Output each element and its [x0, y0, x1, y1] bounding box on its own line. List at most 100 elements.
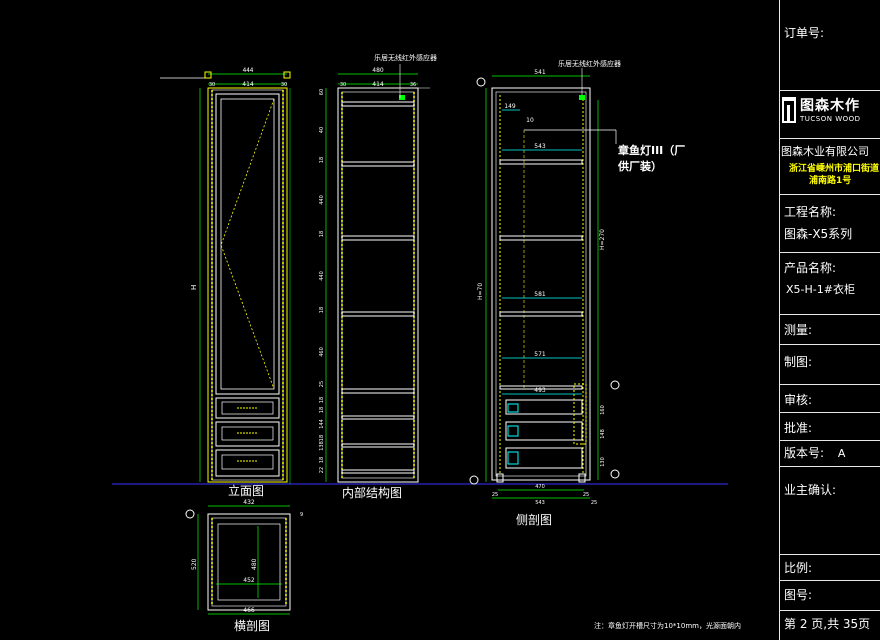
- internal-dim-2: 18: [319, 157, 325, 163]
- version-label: 版本号:: [784, 446, 825, 460]
- internal-dim-5: 440: [319, 271, 325, 281]
- internal-dim-inner: 414: [372, 81, 384, 88]
- internal-dim-9: 18: [319, 397, 325, 403]
- side-shelf-3: [499, 311, 583, 317]
- shelf-1: [341, 161, 415, 167]
- side-shelf-2: [499, 235, 583, 241]
- drawer-3: [215, 449, 280, 477]
- drawing-no-label: 图号:: [784, 588, 813, 602]
- internal-dim-14: 18: [319, 457, 325, 463]
- internal-dim-r: 36: [410, 82, 416, 88]
- label-plan-view: 横剖图: [234, 619, 270, 633]
- project-value: 图森-X5系列: [784, 227, 853, 241]
- plan-dim-thick: 9: [300, 512, 303, 518]
- side-dim-5: 571: [534, 351, 546, 358]
- side-dim-6: 493: [534, 387, 546, 394]
- internal-dim-0: 60: [319, 89, 325, 95]
- logo-mark-icon: [782, 97, 796, 123]
- scale-label: 比例:: [784, 561, 813, 575]
- company-address-1: 浙江省嵊州市浦口街道: [789, 164, 880, 174]
- lamp-label-2: 供厂装）: [617, 159, 662, 173]
- approve-label: 批准:: [784, 421, 813, 435]
- title-block: 订单号: 图森木作 TUCSON WOOD 图森木业有限公司 浙江省嵊州市浦口街…: [779, 0, 880, 640]
- label-internal-view: 内部结构图: [342, 485, 402, 500]
- lamp-label-1: 章鱼灯III（厂: [618, 143, 685, 157]
- internal-dim-1: 40: [319, 127, 325, 133]
- shelf-2: [341, 235, 415, 241]
- side-drawer-2: [505, 421, 583, 441]
- side-dim-1: 149: [504, 103, 516, 110]
- drawing-note: 注：章鱼灯开槽尺寸为10*10mm，光源面朝内: [594, 621, 741, 630]
- order-no-label: 订单号:: [784, 26, 825, 40]
- side-height-a: H=70: [477, 283, 484, 300]
- internal-dim-3: 440: [319, 195, 325, 205]
- product-label: 产品名称:: [784, 261, 837, 275]
- side-height-b: H=270: [599, 229, 606, 250]
- side-dim-3: 543: [534, 143, 546, 150]
- receiver-label-a: 乐居无线红外感应器: [374, 53, 437, 62]
- front-dim-inner: 414: [242, 81, 254, 88]
- logo-english: TUCSON WOOD: [800, 115, 861, 123]
- side-bottom-dim-2: 25: [583, 492, 589, 498]
- side-right-dim-2: 130: [600, 457, 606, 467]
- internal-dim-width: 480: [372, 67, 384, 74]
- internal-dim-7: 460: [319, 347, 325, 357]
- front-dim-width: 444: [243, 67, 254, 74]
- side-cabinet-outline: [491, 87, 591, 481]
- side-dim-2: 10: [526, 117, 534, 124]
- side-shelf-1: [499, 159, 583, 165]
- internal-cabinet-outline: [337, 87, 419, 483]
- side-dim-4: 581: [534, 291, 546, 298]
- internal-dim-12: 18: [319, 435, 325, 441]
- side-drawer-1: [505, 399, 583, 415]
- page-indicator: 第 2 页,共 35页: [784, 617, 871, 631]
- side-bottom-dim-1: 470: [535, 484, 545, 490]
- logo-name: 图森木作: [800, 98, 860, 114]
- company-name: 图森木业有限公司: [781, 145, 869, 158]
- shelf-4: [341, 388, 415, 394]
- side-right-dim-1: 148: [600, 429, 606, 439]
- internal-dim-15: 22: [319, 467, 325, 473]
- front-dim-side-l: 30: [209, 82, 215, 88]
- shelf-3: [341, 311, 415, 317]
- internal-dim-10: 18: [319, 407, 325, 413]
- label-side-view: 侧剖图: [516, 513, 552, 527]
- internal-dim-l: 30: [340, 82, 346, 88]
- drawer-1: [215, 397, 280, 419]
- plan-dim-inner-width: 452: [243, 577, 255, 584]
- owner-confirm-label: 业主确认:: [784, 483, 837, 497]
- front-glass-door: [215, 93, 280, 395]
- internal-dim-6: 18: [319, 307, 325, 313]
- drawer-2: [215, 421, 280, 447]
- plan-section: 432 9 520 480 452 466 横剖图: [185, 499, 303, 633]
- measure-label: 测量:: [784, 323, 813, 337]
- side-section: 乐居无线红外感应器 章鱼灯III（厂 供厂装） H=70 H=270 侧剖图: [469, 59, 685, 527]
- front-cabinet-outline: [207, 87, 288, 483]
- front-elevation: 444 30 414 30 H 立面图: [160, 67, 291, 498]
- receiver-label-b: 乐居无线红外感应器: [558, 59, 621, 68]
- front-dim-height: H: [190, 285, 198, 290]
- front-dim-side-r: 30: [281, 82, 287, 88]
- product-value: X5-H-1#衣柜: [786, 283, 855, 296]
- internal-dim-11: 144: [319, 419, 325, 429]
- review-label: 审核:: [784, 393, 813, 407]
- side-bottom-dim-0: 25: [492, 492, 498, 498]
- side-bottom-dim-4: 25: [591, 500, 597, 506]
- project-label: 工程名称:: [784, 205, 837, 219]
- side-dim-0: 541: [534, 69, 546, 76]
- side-drawer-3: [505, 447, 583, 469]
- plan-dim-inner-depth: 480: [251, 558, 258, 570]
- draw-label: 制图:: [784, 355, 813, 369]
- version-value: A: [837, 447, 846, 460]
- plan-dim-depth: 520: [191, 558, 198, 570]
- company-address-2: 浦南路1号: [809, 176, 852, 186]
- label-front-view: 立面图: [228, 483, 264, 498]
- company-logo: 图森木作 TUCSON WOOD: [782, 95, 872, 129]
- internal-structure: 480 30 414 36 乐居无线红外感应器 内部结构图: [325, 53, 437, 500]
- plan-dim-width: 432: [243, 499, 255, 506]
- door-swing-mark: [220, 98, 275, 390]
- internal-dim-13: 138: [319, 441, 325, 451]
